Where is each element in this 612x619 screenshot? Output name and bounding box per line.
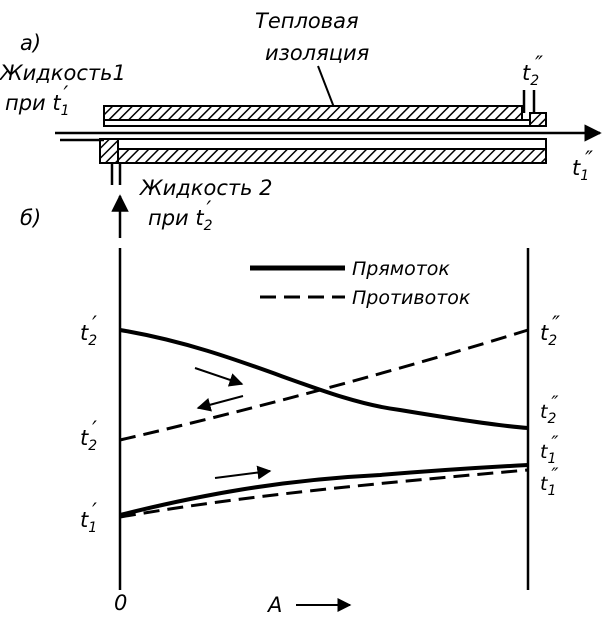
counter-fluid2-curve <box>119 328 529 442</box>
fluid1-label-line1: Жидкость1 <box>0 61 126 85</box>
insulation-bottom <box>117 148 547 164</box>
insulation-label-line2: изоляция <box>265 41 369 65</box>
insulation-leader-line <box>317 65 336 111</box>
right-label-t1-parallel: t1″ <box>540 432 558 467</box>
right-label-t1-counter: t1″ <box>540 464 558 499</box>
inner-tube-wall-top <box>103 119 547 127</box>
exchanger-schematic: а) Тепловая изоляция Жидкость1 при t1′ Ж… <box>0 9 602 238</box>
insulation-label-line1: Тепловая <box>255 9 359 33</box>
x-axis-label: A <box>266 593 282 617</box>
legend-counter-label: Противоток <box>352 287 471 309</box>
left-label-t1-inlet: t1′ <box>80 499 97 536</box>
left-label-t2-inlet: t2′ <box>80 312 97 349</box>
parallel-direction-arrow <box>194 367 244 387</box>
fluid1-outlet-label: t1″ <box>572 147 593 184</box>
shell-inlet-cap <box>99 138 119 164</box>
right-label-t2-parallel: t2″ <box>540 392 558 427</box>
right-label-t2-counter: t2″ <box>540 312 560 349</box>
counter-direction-arrow <box>196 395 244 412</box>
fluid2-label-line1: Жидкость 2 <box>138 176 273 200</box>
inner-tube-wall-bottom <box>103 138 547 150</box>
cold-direction-arrow <box>214 465 272 480</box>
part-a-label: а) <box>20 31 41 55</box>
parallel-cold-curve <box>119 463 529 517</box>
shell-end-cap <box>529 112 547 127</box>
insulation-top <box>103 105 523 121</box>
temperature-profile-graph: б) Прямоток Противоток t2′ t2′ t1′ t2″ t… <box>20 206 560 617</box>
x-origin-label: 0 <box>114 591 127 615</box>
left-label-t2-counter: t2′ <box>80 417 97 454</box>
fluid1-label-line2: при t1′ <box>5 82 70 119</box>
legend-parallel-label: Прямоток <box>352 258 450 280</box>
fluid2-outlet-label: t2″ <box>522 52 543 89</box>
parallel-hot-curve <box>119 328 529 430</box>
part-b-label: б) <box>20 206 41 230</box>
fluid2-label-line2: при t2′ <box>148 197 213 234</box>
